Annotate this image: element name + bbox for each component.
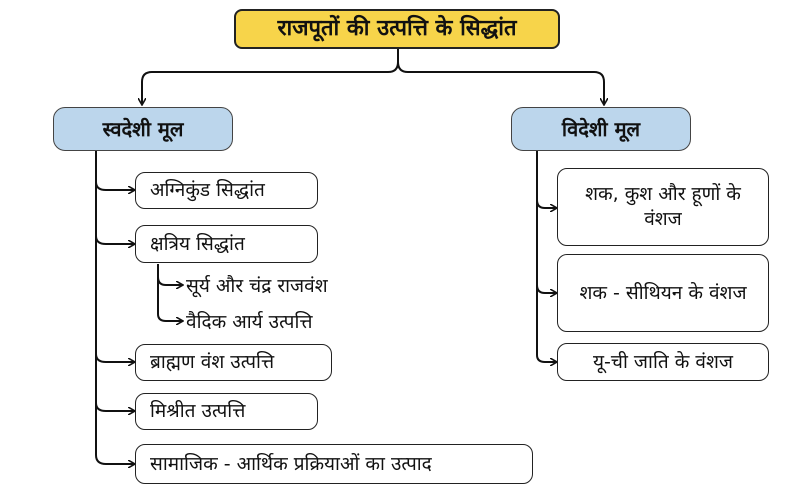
vedic-aryan-origin-label: वैदिक आर्य उत्पत्ति	[186, 311, 313, 333]
kshatriya-theory-node: क्षत्रिय सिद्धांत	[135, 225, 318, 263]
diagram-title: राजपूतों की उत्पत्ति के सिद्धांत	[234, 9, 560, 49]
yuezhi-tribe-node: यू-ची जाति के वंशज	[557, 343, 769, 381]
socio-economic-process-node: सामाजिक - आर्थिक प्रक्रियाओं का उत्पाद	[135, 444, 533, 484]
domestic-origin-heading: स्वदेशी मूल	[53, 107, 233, 151]
mixed-origin-node: मिश्रीत उत्पत्ति	[135, 393, 318, 430]
shaka-kushan-huna-node: शक, कुश और हूणों के वंशज	[557, 168, 769, 246]
shaka-scythian-node: शक - सीथियन के वंशज	[557, 254, 769, 332]
agnikund-theory-node: अग्निकुंड सिद्धांत	[135, 172, 318, 209]
foreign-origin-heading: विदेशी मूल	[511, 107, 691, 151]
brahmin-lineage-node: ब्राह्मण वंश उत्पत्ति	[135, 344, 332, 381]
solar-lunar-dynasty-label: सूर्य और चंद्र राजवंश	[186, 275, 328, 297]
